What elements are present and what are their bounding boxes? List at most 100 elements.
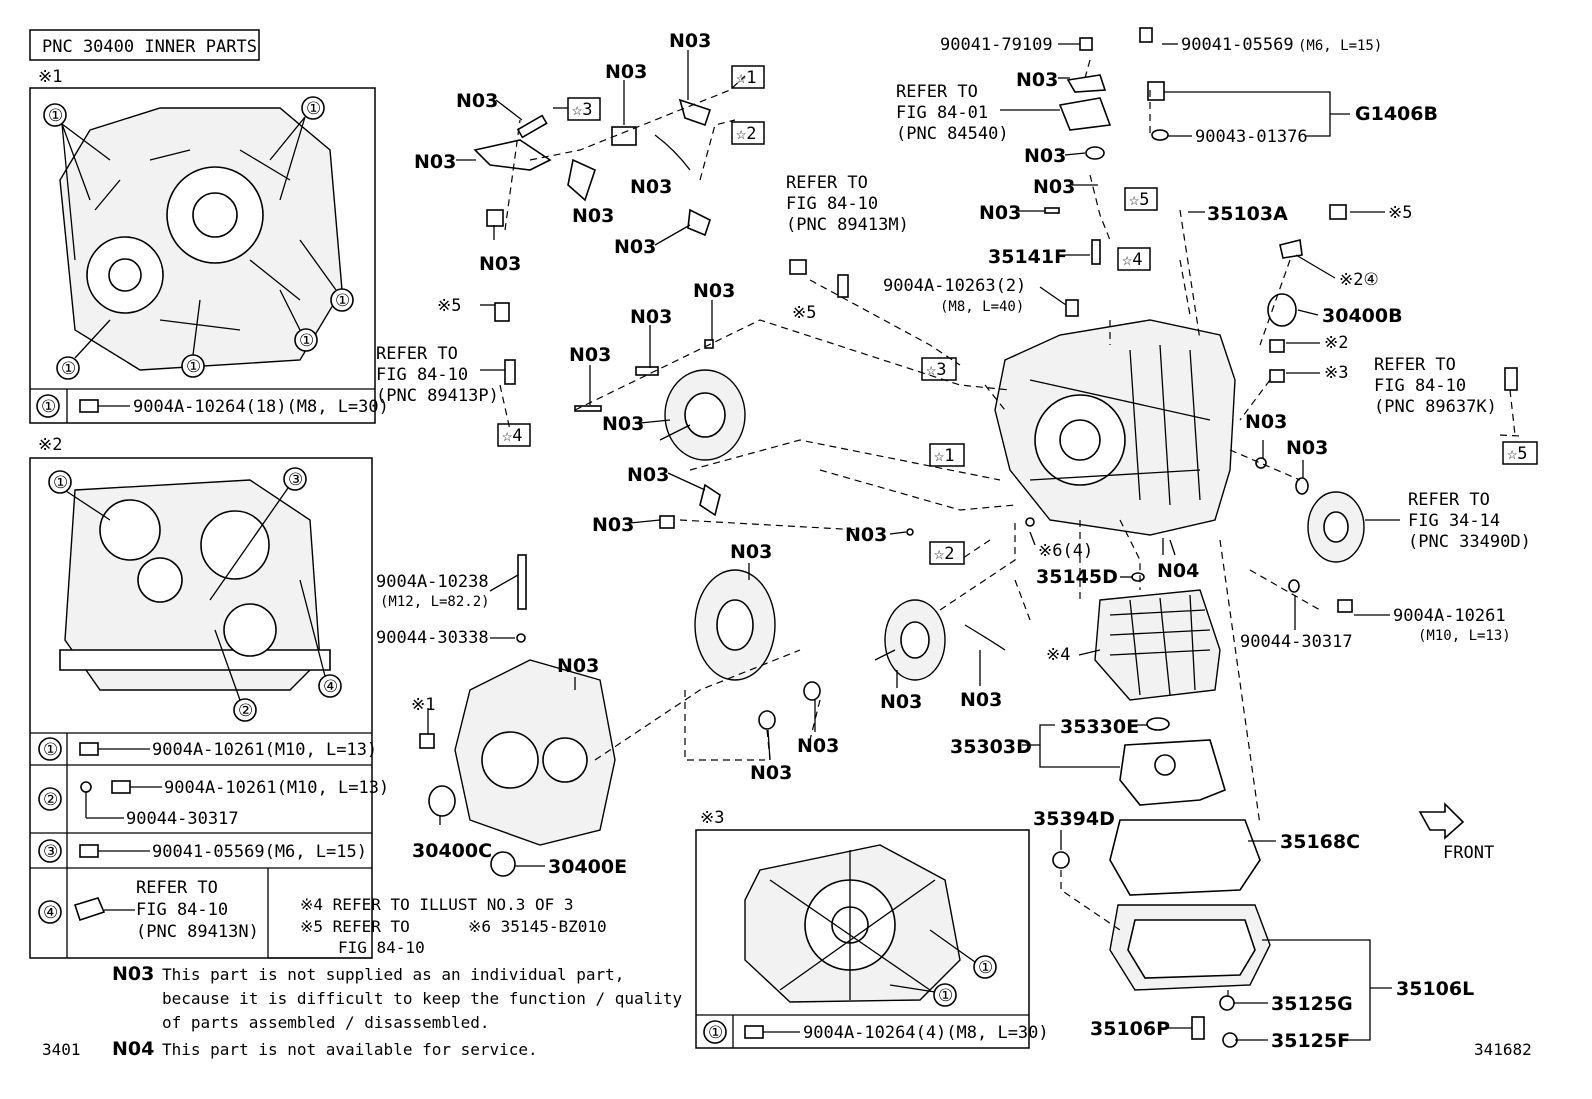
n03-label: N03 [557, 655, 599, 677]
legend-n04-code: N04 [112, 1038, 154, 1060]
n03-label: N03 [1024, 145, 1066, 167]
n03-label: N03 [572, 205, 614, 227]
legend-n03-line2: because it is difficult to keep the func… [162, 989, 683, 1008]
svg-text:30400C: 30400C [412, 840, 492, 862]
star5-label-a: ☆5 [1129, 190, 1149, 210]
n03-label: N03 [614, 236, 656, 258]
svg-text:①: ① [938, 986, 953, 1006]
oil-seal-30400E [490, 851, 516, 877]
svg-text:(PNC 33490D): (PNC 33490D) [1408, 532, 1531, 552]
svg-text:①: ① [186, 357, 201, 377]
n03-label: N03 [880, 691, 922, 713]
n03-label: N03 [592, 514, 634, 536]
n03-label: N03 [605, 61, 647, 83]
oil-seal-30400C [428, 785, 456, 817]
svg-text:※3: ※3 [1324, 363, 1348, 383]
svg-text:35141F: 35141F [988, 246, 1067, 268]
n03-label: N03 [797, 735, 839, 757]
svg-text:※4: ※4 [1046, 645, 1070, 665]
svg-text:9004A-10238: 9004A-10238 [376, 572, 489, 592]
svg-text:90043-01376: 90043-01376 [1195, 127, 1308, 147]
star3-label-b: ☆3 [926, 360, 946, 380]
svg-text:(M12, L=82.2): (M12, L=82.2) [380, 594, 490, 610]
inset3-mark: ※3 [700, 808, 724, 828]
legend-n03-line3: of parts assembled / disassembled. [162, 1013, 490, 1032]
svg-text:REFER TO: REFER TO [376, 344, 458, 364]
n03-label: N03 [414, 151, 456, 173]
svg-text:REFER TO: REFER TO [1408, 490, 1490, 510]
svg-text:※2: ※2 [1324, 333, 1348, 353]
inset2-row4-line1: REFER TO [136, 878, 218, 898]
svg-text:※5: ※5 [1388, 203, 1412, 223]
n03-label: N03 [627, 464, 669, 486]
leader-lines [427, 43, 1400, 1041]
header-box [29, 29, 260, 61]
inset2-row4-line3: (PNC 89413N) [136, 922, 259, 942]
svg-text:9004A-10261: 9004A-10261 [1393, 606, 1506, 626]
n03-label: N03 [845, 524, 887, 546]
inset2-row1-text: 9004A-10261(M10, L=13) [152, 740, 377, 760]
oil-strainer [1119, 739, 1226, 806]
valve-body [1094, 589, 1221, 701]
legend-n03-line1: This part is not supplied as an individu… [162, 965, 624, 984]
inset2-box: ① ③ ② ④ ① 9004A-10261(M10, L=13) ② 9004A… [29, 457, 389, 959]
figure-number: 3401 [42, 1040, 81, 1059]
note-kome4: ※4 REFER TO ILLUST NO.3 OF 3 [300, 895, 574, 914]
svg-text:④: ④ [323, 677, 338, 697]
svg-text:35394D: 35394D [1033, 808, 1115, 830]
svg-text:G1406B: G1406B [1355, 103, 1438, 125]
small-parts [419, 27, 1518, 1048]
inset3-box: ① ① ① 9004A-10264(4)(M8, L=30) [695, 829, 1049, 1049]
svg-text:REFER TO: REFER TO [1374, 355, 1456, 375]
svg-text:①: ① [306, 99, 321, 119]
svg-text:(PNC 89637K): (PNC 89637K) [1374, 397, 1497, 417]
n03-label: N03 [1286, 437, 1328, 459]
converter-housing [454, 659, 616, 846]
legend-n04-line1: This part is not available for service. [162, 1040, 538, 1059]
n03-label: N03 [1245, 411, 1287, 433]
svg-text:90044-30317: 90044-30317 [1240, 632, 1353, 652]
n03-label: N03 [693, 280, 735, 302]
star2-label-b: ☆2 [934, 544, 954, 564]
n04-label: N04 [1157, 560, 1199, 582]
n03-label: N03 [569, 344, 611, 366]
svg-text:35330E: 35330E [1060, 716, 1139, 738]
svg-text:①: ① [335, 291, 350, 311]
n03-label: N03 [1033, 176, 1075, 198]
svg-text:FIG 84-10: FIG 84-10 [376, 365, 468, 385]
transaxle-case [994, 319, 1236, 536]
star4-label-a: ☆4 [502, 426, 522, 446]
svg-text:①: ① [48, 106, 63, 126]
svg-text:(PNC 89413M): (PNC 89413M) [786, 215, 909, 235]
pump-cover [1307, 491, 1365, 563]
n03-label: N03 [630, 306, 672, 328]
svg-text:35168C: 35168C [1280, 831, 1360, 853]
inset1-box: ① ① ① ① ① ① ① 9004A-10264(18)(M8, L=30) [29, 87, 389, 424]
star4-label-b: ☆4 [1122, 250, 1142, 270]
inset1-row-key: ① [41, 397, 56, 417]
n03-label: N03 [669, 30, 711, 52]
svg-text:②: ② [238, 701, 253, 721]
svg-text:①: ① [978, 958, 993, 978]
differential-gear [659, 369, 746, 461]
n03-label: N03 [456, 90, 498, 112]
svg-text:(PNC 84540): (PNC 84540) [896, 124, 1009, 144]
reference-code: 341682 [1474, 1040, 1532, 1059]
svg-text:90041-05569: 90041-05569 [1181, 35, 1294, 55]
n03-label: N03 [602, 413, 644, 435]
svg-text:35125F: 35125F [1271, 1030, 1350, 1052]
inset2-row3-text: 90041-05569(M6, L=15) [152, 842, 367, 862]
svg-text:35106P: 35106P [1090, 1018, 1170, 1040]
n03-label: N03 [479, 253, 521, 275]
svg-text:(PNC 89413P): (PNC 89413P) [376, 386, 499, 406]
svg-text:①: ① [708, 1023, 723, 1043]
svg-text:REFER TO: REFER TO [896, 82, 978, 102]
inset2-row4-line2: FIG 84-10 [136, 900, 228, 920]
svg-text:①: ① [53, 473, 68, 493]
star3-label-a: ☆3 [572, 100, 592, 120]
n03-label: N03 [630, 176, 672, 198]
front-label: FRONT [1443, 843, 1494, 863]
svg-text:③: ③ [288, 470, 303, 490]
n03-label: N03 [979, 202, 1021, 224]
ring-gear [694, 569, 776, 681]
